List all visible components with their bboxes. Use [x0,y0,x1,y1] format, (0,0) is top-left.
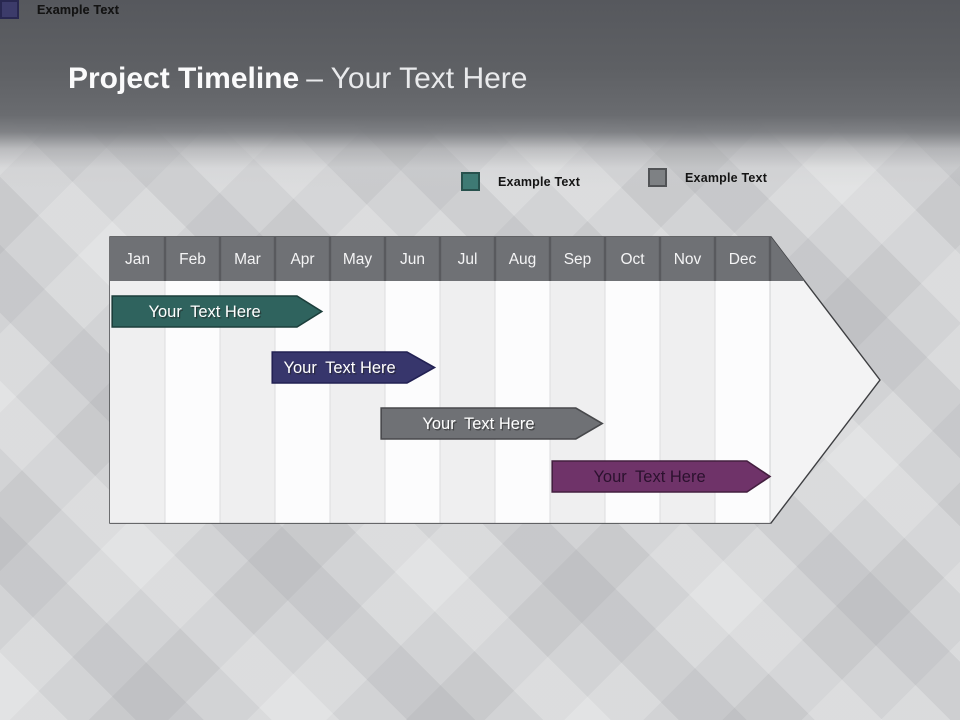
month-column [385,281,440,523]
month-column [330,281,385,523]
timeline-bar: Your Text Here [551,460,772,493]
month-label: Jun [400,251,425,268]
month-label: Oct [620,251,645,268]
bar-label: Your Text Here [422,415,534,433]
title-suffix: – Your Text Here [306,62,528,95]
legend-swatch-gray [648,168,667,187]
month-label: Aug [509,251,537,268]
chart-reflection [108,521,882,720]
month-column [440,281,495,523]
month-label: Sep [564,251,592,268]
month-label: May [343,251,373,268]
month-header-band [110,237,805,281]
legend-item-1: Example Text [461,172,580,191]
svg-text:Your Text Here: Your Text Here [285,360,397,378]
legend-label: Example Text [498,174,581,189]
legend-swatch-navy [0,0,19,19]
slide-title: Project Timeline– Your Text Here [68,57,527,101]
legend-swatch-teal [461,172,480,191]
legend-item-4: Example Text [0,0,119,19]
header-gradient-band [0,0,960,240]
legend-label: Example Text [685,170,768,185]
month-label: Jul [458,251,478,268]
legend-label: Example Text [37,2,120,17]
month-label: Feb [179,251,206,268]
bar-label: Your Text Here [284,359,396,377]
legend-label: Example Text [37,2,120,17]
legend-item-2: Example Text [648,168,767,187]
svg-text:Your Text Here: Your Text Here [424,416,536,434]
title-main: Project Timeline [68,62,300,95]
month-label: Dec [729,251,757,268]
svg-text:Your Text Here: Your Text Here [150,304,262,322]
month-column [495,281,550,523]
bar-label: Your Text Here [593,468,705,486]
bar-label: Your Text Here [148,303,260,321]
month-label: Mar [234,251,261,268]
month-label: Jan [125,251,150,268]
month-label: Nov [674,251,702,268]
month-label: Apr [290,251,314,268]
